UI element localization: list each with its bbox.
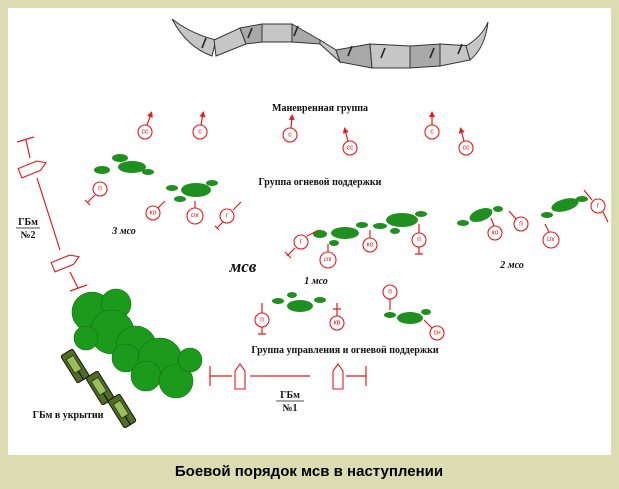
- svg-text:с: с: [288, 132, 292, 139]
- marker-p: п: [508, 210, 529, 232]
- squad-1-label: 1 мсо: [304, 276, 328, 287]
- svg-text:п: п: [98, 186, 102, 193]
- svg-text:сс: сс: [347, 145, 355, 152]
- svg-text:г: г: [226, 213, 229, 220]
- squad-2-label: 2 мсо: [499, 260, 524, 271]
- svg-text:ко: ко: [491, 230, 498, 237]
- svg-text:кв: кв: [334, 320, 341, 327]
- diagram-canvas: [8, 8, 611, 455]
- marker-s: с: [282, 114, 298, 143]
- gbm-cover-label: ГБм в укрытии: [33, 410, 104, 421]
- gbm2-position: [16, 136, 88, 292]
- marker-ko: ко: [362, 230, 378, 253]
- command-group-label: Группа управления и огневой поддержки: [251, 345, 438, 356]
- marker-spg: спг: [319, 244, 337, 269]
- svg-text:п: п: [260, 317, 264, 324]
- svg-text:спг: спг: [547, 237, 556, 243]
- svg-text:п: п: [388, 289, 392, 296]
- platoon-label: мсв: [229, 257, 257, 276]
- marker-ss: сс: [342, 127, 358, 156]
- svg-text:с: с: [430, 129, 434, 136]
- squad-2-blobs: [457, 196, 588, 226]
- svg-text:спг: спг: [324, 257, 333, 263]
- gbm1-label-top: ГБм: [280, 390, 300, 401]
- gbm1-position: [209, 363, 367, 390]
- marker-g: г: [214, 201, 242, 231]
- marker-p: п: [411, 224, 427, 255]
- marker-p: п: [382, 284, 398, 310]
- marker-ss: сс: [458, 127, 474, 156]
- svg-text:п: п: [417, 237, 421, 244]
- maneuver-group-label: Маневренная группа: [272, 103, 368, 114]
- command-group-blobs: [272, 292, 431, 324]
- gbm1-label-bottom: №1: [282, 403, 297, 414]
- marker-s: с: [424, 111, 440, 140]
- tank-icon: [85, 370, 115, 406]
- vehicle-symbol-icon: [234, 363, 246, 390]
- marker-g: г: [583, 189, 609, 223]
- diagram-caption: Боевой порядок мсв в наступлении: [175, 463, 443, 480]
- marker-kv: кв: [329, 303, 345, 331]
- tanks-in-cover: [60, 348, 137, 429]
- marker-g: г: [284, 229, 320, 259]
- enemy-soldiers: [201, 25, 463, 59]
- vehicle-symbol-icon: [332, 363, 344, 390]
- squad-3-label: 3 мсо: [111, 226, 136, 237]
- marker-spg: спг: [186, 201, 204, 225]
- svg-text:сн: сн: [433, 330, 441, 337]
- marker-ko: ко: [487, 217, 503, 241]
- svg-text:сс: сс: [142, 129, 150, 136]
- svg-text:п: п: [519, 221, 523, 228]
- vehicle-symbol-icon: [50, 254, 80, 273]
- tank-icon: [60, 348, 90, 384]
- cover-bushes: [71, 288, 203, 399]
- svg-text:ко: ко: [149, 210, 156, 217]
- svg-text:с: с: [198, 129, 202, 136]
- gbm2-label-top: ГБм: [18, 217, 38, 228]
- marker-sn: сн: [423, 319, 445, 341]
- marker-s: с: [192, 111, 208, 140]
- squad-3-blobs: [94, 154, 218, 202]
- tank-icon: [107, 393, 137, 429]
- svg-text:спг: спг: [191, 213, 200, 219]
- gbm2-label-bottom: №2: [20, 230, 35, 241]
- marker-spg: спг: [542, 223, 560, 249]
- squad-1-blobs: [313, 211, 427, 246]
- terrain-line: [171, 18, 489, 69]
- svg-text:г: г: [597, 203, 600, 210]
- marker-ss: сс: [137, 111, 153, 140]
- svg-text:ко: ко: [366, 242, 373, 249]
- marker-ko: ко: [145, 200, 166, 221]
- fire-support-group-label: Группа огневой поддержки: [259, 177, 382, 188]
- marker-p: п: [84, 181, 108, 206]
- svg-text:г: г: [300, 239, 303, 246]
- svg-text:сс: сс: [463, 145, 471, 152]
- marker-p: п: [254, 303, 270, 335]
- vehicle-symbol-icon: [17, 160, 47, 179]
